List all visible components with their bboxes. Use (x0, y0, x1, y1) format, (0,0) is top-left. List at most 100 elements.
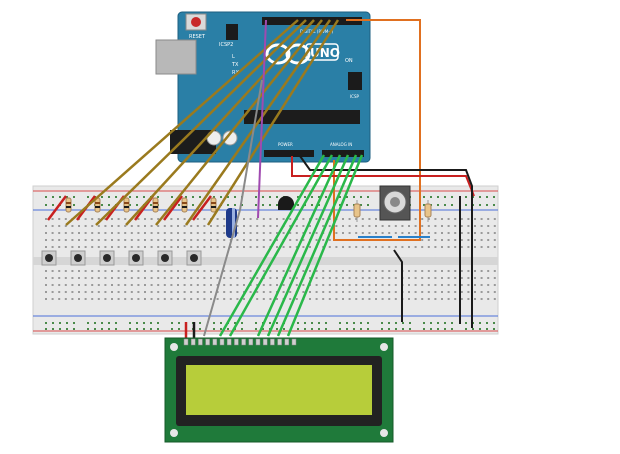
terminal-hole (78, 232, 80, 234)
terminal-hole (104, 298, 107, 300)
terminal-hole (269, 298, 272, 300)
terminal-hole (144, 270, 146, 272)
terminal-hole (223, 239, 226, 241)
terminal-hole (269, 239, 272, 241)
rail-hole (129, 322, 131, 324)
terminal-hole (480, 239, 483, 241)
push-button-cap[interactable] (74, 254, 82, 262)
rail-hole (45, 322, 47, 324)
terminal-hole (355, 225, 358, 227)
rail-hole (367, 204, 369, 206)
terminal-hole (78, 225, 80, 227)
terminal-hole (104, 225, 107, 227)
rail-hole (395, 328, 397, 330)
reset-button[interactable] (191, 17, 201, 27)
terminal-hole (441, 246, 443, 248)
terminal-hole (229, 284, 232, 286)
rail-hole (325, 328, 327, 330)
terminal-hole (282, 270, 285, 272)
terminal-hole (124, 270, 127, 272)
terminal-hole (97, 291, 100, 293)
terminal-hole (45, 246, 47, 248)
terminal-hole (223, 284, 226, 286)
terminal-hole (480, 246, 483, 248)
terminal-hole (441, 270, 443, 272)
terminal-hole (229, 270, 232, 272)
terminal-hole (170, 246, 173, 248)
terminal-hole (177, 270, 179, 272)
terminal-hole (203, 298, 206, 300)
rail-hole (234, 204, 236, 206)
terminal-hole (177, 291, 179, 293)
terminal-hole (163, 246, 166, 248)
rail-hole (486, 322, 488, 324)
terminal-hole (157, 246, 160, 248)
terminal-hole (177, 239, 179, 241)
terminal-hole (256, 284, 259, 286)
terminal-hole (236, 291, 239, 293)
lcd-pin (190, 338, 196, 346)
terminal-hole (71, 270, 74, 272)
terminal-hole (236, 277, 239, 279)
terminal-hole (276, 225, 278, 227)
terminal-hole (427, 225, 430, 227)
terminal-hole (427, 284, 430, 286)
terminal-hole (447, 291, 450, 293)
push-button-cap[interactable] (190, 254, 198, 262)
terminal-hole (289, 277, 292, 279)
terminal-hole (315, 298, 318, 300)
terminal-hole (467, 232, 470, 234)
terminal-hole (51, 291, 54, 293)
rail-hole (220, 328, 222, 330)
analog-label: ANALOG IN (330, 142, 352, 147)
terminal-hole (163, 284, 166, 286)
terminal-hole (447, 284, 450, 286)
rail-hole (465, 322, 467, 324)
rail-hole (444, 204, 446, 206)
terminal-hole (315, 270, 318, 272)
terminal-hole (355, 246, 358, 248)
rail-hole (388, 322, 390, 324)
rail-hole (479, 196, 481, 198)
terminal-hole (130, 246, 133, 248)
rail-hole (444, 196, 446, 198)
rail-hole (339, 204, 341, 206)
wires (65, 19, 475, 340)
terminal-hole (256, 291, 259, 293)
terminal-hole (163, 225, 166, 227)
push-button-cap[interactable] (45, 254, 53, 262)
terminal-hole (58, 291, 61, 293)
terminal-hole (210, 270, 212, 272)
terminal-hole (91, 270, 94, 272)
terminal-hole (243, 239, 245, 241)
terminal-hole (137, 291, 140, 293)
terminal-hole (236, 284, 239, 286)
push-button-cap[interactable] (132, 254, 140, 262)
terminal-hole (144, 284, 146, 286)
terminal-hole (474, 218, 476, 220)
terminal-hole (282, 232, 285, 234)
rail-hole (192, 196, 194, 198)
terminal-hole (236, 225, 239, 227)
push-button-cap[interactable] (103, 254, 111, 262)
terminal-hole (487, 284, 490, 286)
rail-hole (430, 322, 432, 324)
rail-hole (220, 196, 222, 198)
terminal-hole (315, 291, 318, 293)
arduino-pcb (177, 11, 371, 163)
terminal-hole (144, 218, 146, 220)
rail-hole (297, 322, 299, 324)
terminal-hole (493, 246, 496, 248)
terminal-hole (84, 270, 87, 272)
terminal-hole (137, 277, 140, 279)
terminal-hole (309, 232, 311, 234)
terminal-hole (117, 298, 120, 300)
push-button-cap[interactable] (161, 254, 169, 262)
rail-hole (157, 328, 159, 330)
terminal-hole (269, 225, 272, 227)
terminal-hole (64, 246, 67, 248)
terminal-hole (421, 232, 424, 234)
wire-button-2 (95, 19, 307, 226)
terminal-hole (381, 225, 384, 227)
